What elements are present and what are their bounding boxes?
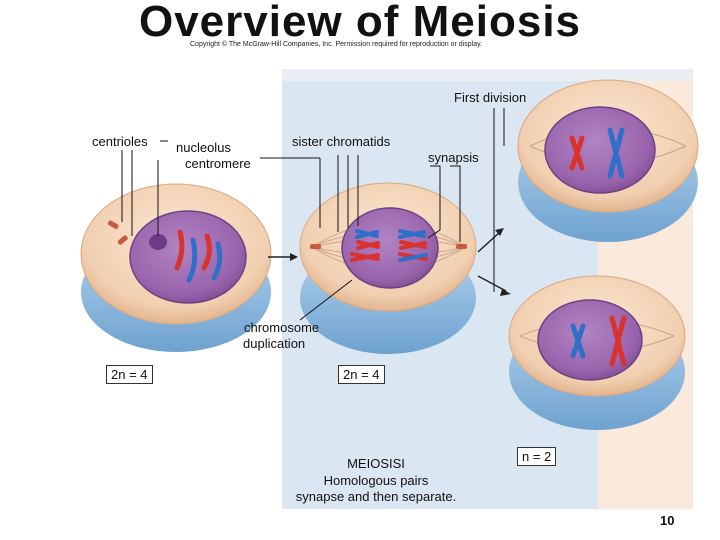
chromatid-shape [350, 253, 380, 262]
label-duplication: duplication [243, 336, 306, 351]
label-synapsis: synapsis [428, 150, 479, 165]
chromosome-shape [570, 323, 586, 359]
chromatid-shape [398, 253, 428, 262]
label-first-division: First division [454, 90, 527, 105]
caption-synapse: synapse and then separate. [295, 489, 457, 504]
nucleolus-shape [149, 234, 167, 250]
label-nucleolus: nucleolus [176, 140, 231, 155]
centriole-shape [117, 235, 128, 245]
arrow-head [290, 253, 298, 261]
chromatid-shape [399, 241, 427, 250]
arrow [477, 275, 507, 292]
label-centromere: centromere [185, 156, 251, 171]
chromosome-shape [186, 237, 198, 283]
chromatid-shape [355, 230, 379, 239]
chromosome-shape [211, 241, 223, 281]
centriole-shape [107, 220, 119, 229]
label-chromosome: chromosome [244, 320, 320, 335]
label-centrioles: centrioles [92, 134, 148, 149]
ploidy-badge-middle: 2n = 4 [338, 365, 385, 384]
page-title: Overview of Meiosis [138, 0, 582, 46]
chromosome-shape [609, 315, 627, 367]
cell-daughter-bottom [508, 275, 686, 430]
ploidy-badge-left: 2n = 4 [106, 365, 153, 384]
arrow-head [495, 228, 504, 236]
page-number: 10 [660, 513, 675, 528]
leader-lines [121, 108, 505, 321]
chromatid-shape [356, 241, 380, 250]
caption-homologous: Homologous pairs [323, 473, 429, 488]
copyright-notice: Copyright © The McGraw-Hill Companies, I… [190, 41, 483, 48]
chromosome-shape [201, 233, 212, 271]
arrow-head [500, 289, 511, 296]
panel-top-border [282, 69, 693, 81]
chromosome-shape [607, 127, 625, 179]
cell-daughter-top [517, 79, 699, 242]
chromatid-shape [398, 230, 426, 239]
caption-meiosis: MEIOSISI [347, 456, 405, 471]
chromosome-shape [174, 229, 185, 271]
cell-interphase [80, 183, 272, 352]
cell-synapsis [299, 182, 477, 354]
chromosome-shape [569, 135, 585, 171]
label-sister-chromatids: sister chromatids [292, 134, 391, 149]
arrow [477, 231, 501, 253]
ploidy-badge-right: n = 2 [517, 447, 557, 466]
